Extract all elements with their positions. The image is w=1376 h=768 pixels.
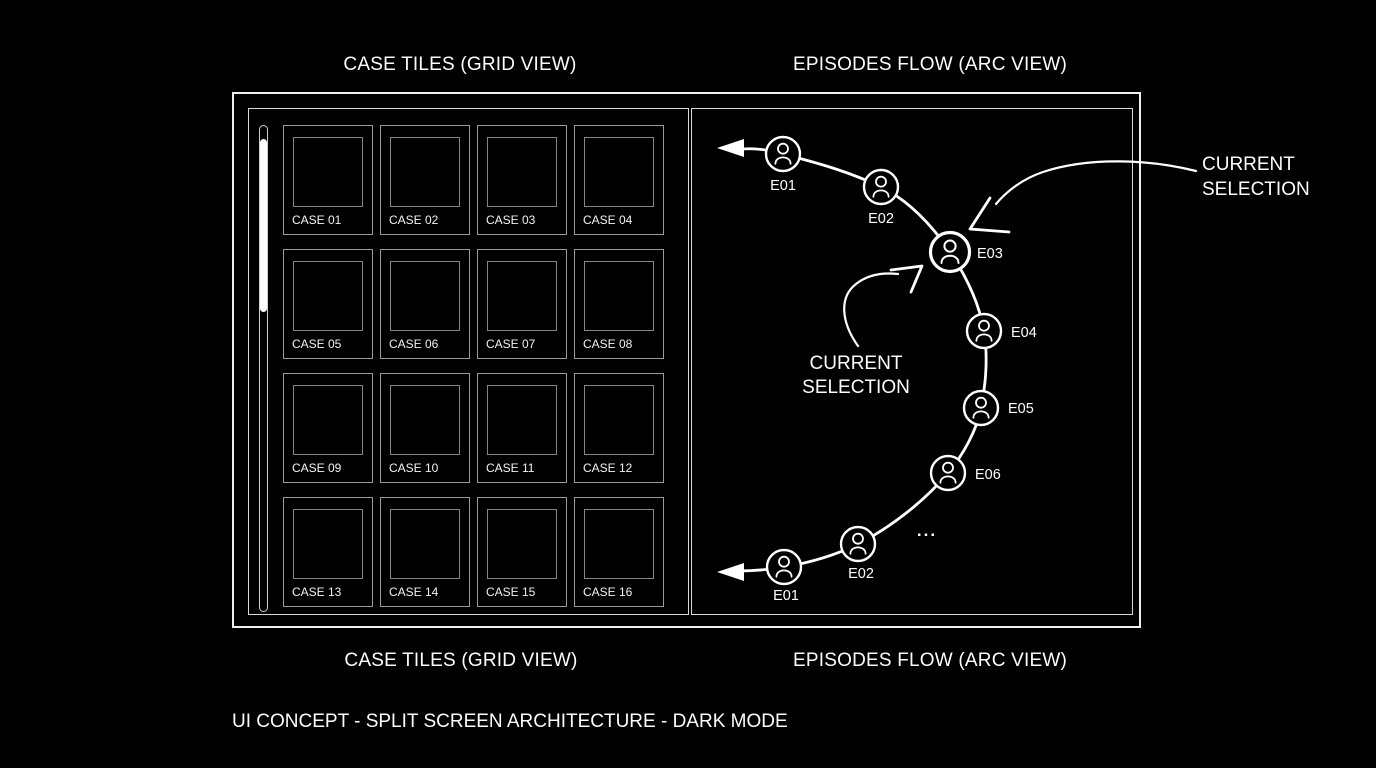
selection-arrow-mid: [843, 272, 900, 348]
case-tile-15[interactable]: CASE 15: [477, 497, 567, 607]
episode-node-e04[interactable]: [965, 312, 1003, 350]
episode-node-e01-top[interactable]: [764, 135, 802, 173]
episode-label: E01: [773, 588, 799, 604]
case-thumbnail: [584, 137, 654, 207]
arc-view-header-top: EPISODES FLOW (ARC VIEW): [793, 54, 1067, 75]
episode-node-e01-bottom[interactable]: [765, 548, 803, 586]
episode-node-e05[interactable]: [962, 389, 1000, 427]
case-thumbnail: [584, 385, 654, 455]
case-thumbnail: [293, 385, 363, 455]
case-tile-label: CASE 08: [583, 337, 633, 351]
case-tiles-grid: CASE 01 CASE 02 CASE 03 CASE 04 CASE 05 …: [283, 125, 664, 607]
scrollbar-thumb[interactable]: [260, 139, 267, 312]
grid-view-header-top: CASE TILES (GRID VIEW): [343, 54, 577, 75]
case-tile-04[interactable]: CASE 04: [574, 125, 664, 235]
episode-label: E03: [977, 246, 1003, 262]
episode-label: E01: [770, 178, 796, 194]
case-tile-label: CASE 04: [583, 213, 633, 227]
episode-label: E02: [848, 566, 874, 582]
case-thumbnail: [390, 261, 460, 331]
selection-arrowhead-right: [968, 196, 1011, 234]
episode-label: E02: [868, 211, 894, 227]
case-tile-10[interactable]: CASE 10: [380, 373, 470, 483]
selection-arrowhead-mid: [889, 264, 924, 294]
current-selection-note-mid: CURRENT SELECTION: [790, 352, 922, 400]
flow-arc-path: [735, 147, 988, 573]
selection-arrow-right: [994, 160, 1198, 206]
episode-label: E05: [1008, 401, 1034, 417]
case-tile-07[interactable]: CASE 07: [477, 249, 567, 359]
case-thumbnail: [487, 261, 557, 331]
episode-node-e03-selected[interactable]: [928, 230, 972, 274]
grid-view-header-bottom: CASE TILES (GRID VIEW): [344, 650, 578, 671]
case-tile-05[interactable]: CASE 05: [283, 249, 373, 359]
case-tile-label: CASE 13: [292, 585, 342, 599]
episodes-arc-panel: [691, 108, 1133, 615]
ellipsis-more-episodes: ...: [917, 521, 937, 540]
case-thumbnail: [390, 385, 460, 455]
case-tile-label: CASE 11: [486, 461, 535, 475]
scrollbar-track[interactable]: [259, 125, 268, 612]
flow-arrowhead-top: [717, 139, 744, 157]
case-thumbnail: [487, 385, 557, 455]
case-tile-06[interactable]: CASE 06: [380, 249, 470, 359]
case-tile-02[interactable]: CASE 02: [380, 125, 470, 235]
current-selection-note-right: CURRENT SELECTION: [1202, 152, 1310, 202]
case-thumbnail: [293, 137, 363, 207]
split-screen-container: CASE 01 CASE 02 CASE 03 CASE 04 CASE 05 …: [232, 92, 1141, 628]
case-tile-label: CASE 10: [389, 461, 439, 475]
case-tile-label: CASE 06: [389, 337, 439, 351]
case-tile-03[interactable]: CASE 03: [477, 125, 567, 235]
episode-node-e02-top[interactable]: [862, 168, 900, 206]
concept-caption: UI CONCEPT - SPLIT SCREEN ARCHITECTURE -…: [232, 711, 788, 732]
case-tile-label: CASE 14: [389, 585, 439, 599]
episode-label: E06: [975, 467, 1001, 483]
case-tile-16[interactable]: CASE 16: [574, 497, 664, 607]
case-tile-label: CASE 09: [292, 461, 342, 475]
case-thumbnail: [293, 261, 363, 331]
case-tile-12[interactable]: CASE 12: [574, 373, 664, 483]
episode-label: E04: [1011, 325, 1037, 341]
case-grid-panel: CASE 01 CASE 02 CASE 03 CASE 04 CASE 05 …: [248, 108, 689, 615]
case-tile-label: CASE 07: [486, 337, 536, 351]
case-tile-11[interactable]: CASE 11: [477, 373, 567, 483]
case-thumbnail: [584, 509, 654, 579]
case-tile-14[interactable]: CASE 14: [380, 497, 470, 607]
case-thumbnail: [390, 137, 460, 207]
case-tile-13[interactable]: CASE 13: [283, 497, 373, 607]
case-tile-label: CASE 03: [486, 213, 536, 227]
case-thumbnail: [390, 509, 460, 579]
case-tile-label: CASE 05: [292, 337, 342, 351]
current-selection-line: SELECTION: [1202, 179, 1310, 200]
case-tile-label: CASE 15: [486, 585, 536, 599]
arc-view-header-bottom: EPISODES FLOW (ARC VIEW): [793, 650, 1067, 671]
case-tile-label: CASE 01: [292, 213, 342, 227]
case-thumbnail: [584, 261, 654, 331]
episode-node-e02-bottom[interactable]: [839, 525, 877, 563]
case-tile-09[interactable]: CASE 09: [283, 373, 373, 483]
current-selection-line: CURRENT: [809, 353, 903, 374]
current-selection-line: SELECTION: [802, 377, 910, 398]
episode-node-e06[interactable]: [929, 454, 967, 492]
case-tile-label: CASE 12: [583, 461, 633, 475]
case-tile-label: CASE 02: [389, 213, 439, 227]
case-tile-label: CASE 16: [583, 585, 633, 599]
flow-arrowhead-bottom: [717, 563, 744, 581]
case-tile-08[interactable]: CASE 08: [574, 249, 664, 359]
case-thumbnail: [487, 509, 557, 579]
case-tile-01[interactable]: CASE 01: [283, 125, 373, 235]
current-selection-line: CURRENT: [1202, 154, 1295, 175]
case-thumbnail: [487, 137, 557, 207]
case-thumbnail: [293, 509, 363, 579]
